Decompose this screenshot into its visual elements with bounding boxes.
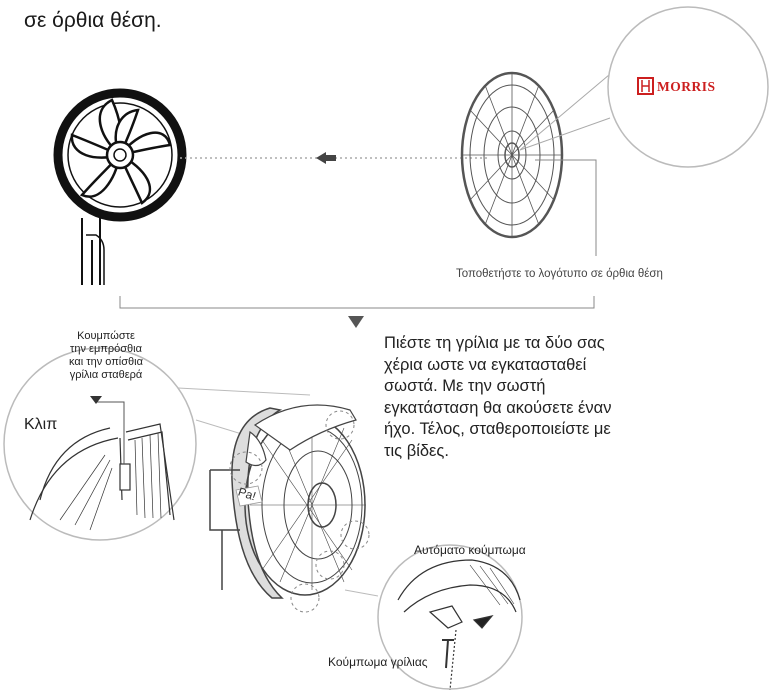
logo-caption: Τοποθετήστε το λογότυπο σε όρθια θέση: [456, 268, 663, 280]
clip-note-line: Κουμπώστε: [40, 330, 172, 343]
auto-lock-label: Αυτόματο κούμπωμα: [414, 543, 526, 557]
clip-note: Κουμπώστε την εμπρόσθια και την οπίσθια …: [40, 330, 172, 382]
clip-note-line: και την οπίσθια: [40, 356, 172, 369]
instruction-line: χέρια ωστε να εγκατασταθεί: [384, 355, 674, 377]
clip-label: Κλιπ: [24, 416, 57, 434]
clip-note-line: την εμπρόσθια: [40, 343, 172, 356]
instruction-line: ήχο. Τέλος, σταθεροποιείστε με: [384, 419, 674, 441]
arrow-left-icon: [316, 152, 336, 164]
brand-logo-text: MORRIS: [657, 79, 716, 95]
fan-grille-view: [462, 73, 562, 237]
instructions-text: Πιέστε τη γρίλια με τα δύο σας χέρια ωστ…: [384, 333, 674, 462]
clip-note-line: γρίλια σταθερά: [40, 369, 172, 382]
instruction-line: Πιέστε τη γρίλια με τα δύο σας: [384, 333, 674, 355]
grille-assembly: [210, 405, 369, 612]
instruction-line: εγκατάσταση θα ακούσετε έναν: [384, 398, 674, 420]
grille-lock-label: Κούμπωμα γρίλιας: [328, 655, 428, 669]
fan-front-view: [58, 93, 182, 285]
page-heading: σε όρθια θέση.: [24, 8, 162, 34]
instruction-line: σωστά. Με την σωστή: [384, 376, 674, 398]
instruction-line: τις βίδες.: [384, 441, 674, 463]
triangle-down-icon: [348, 316, 364, 328]
